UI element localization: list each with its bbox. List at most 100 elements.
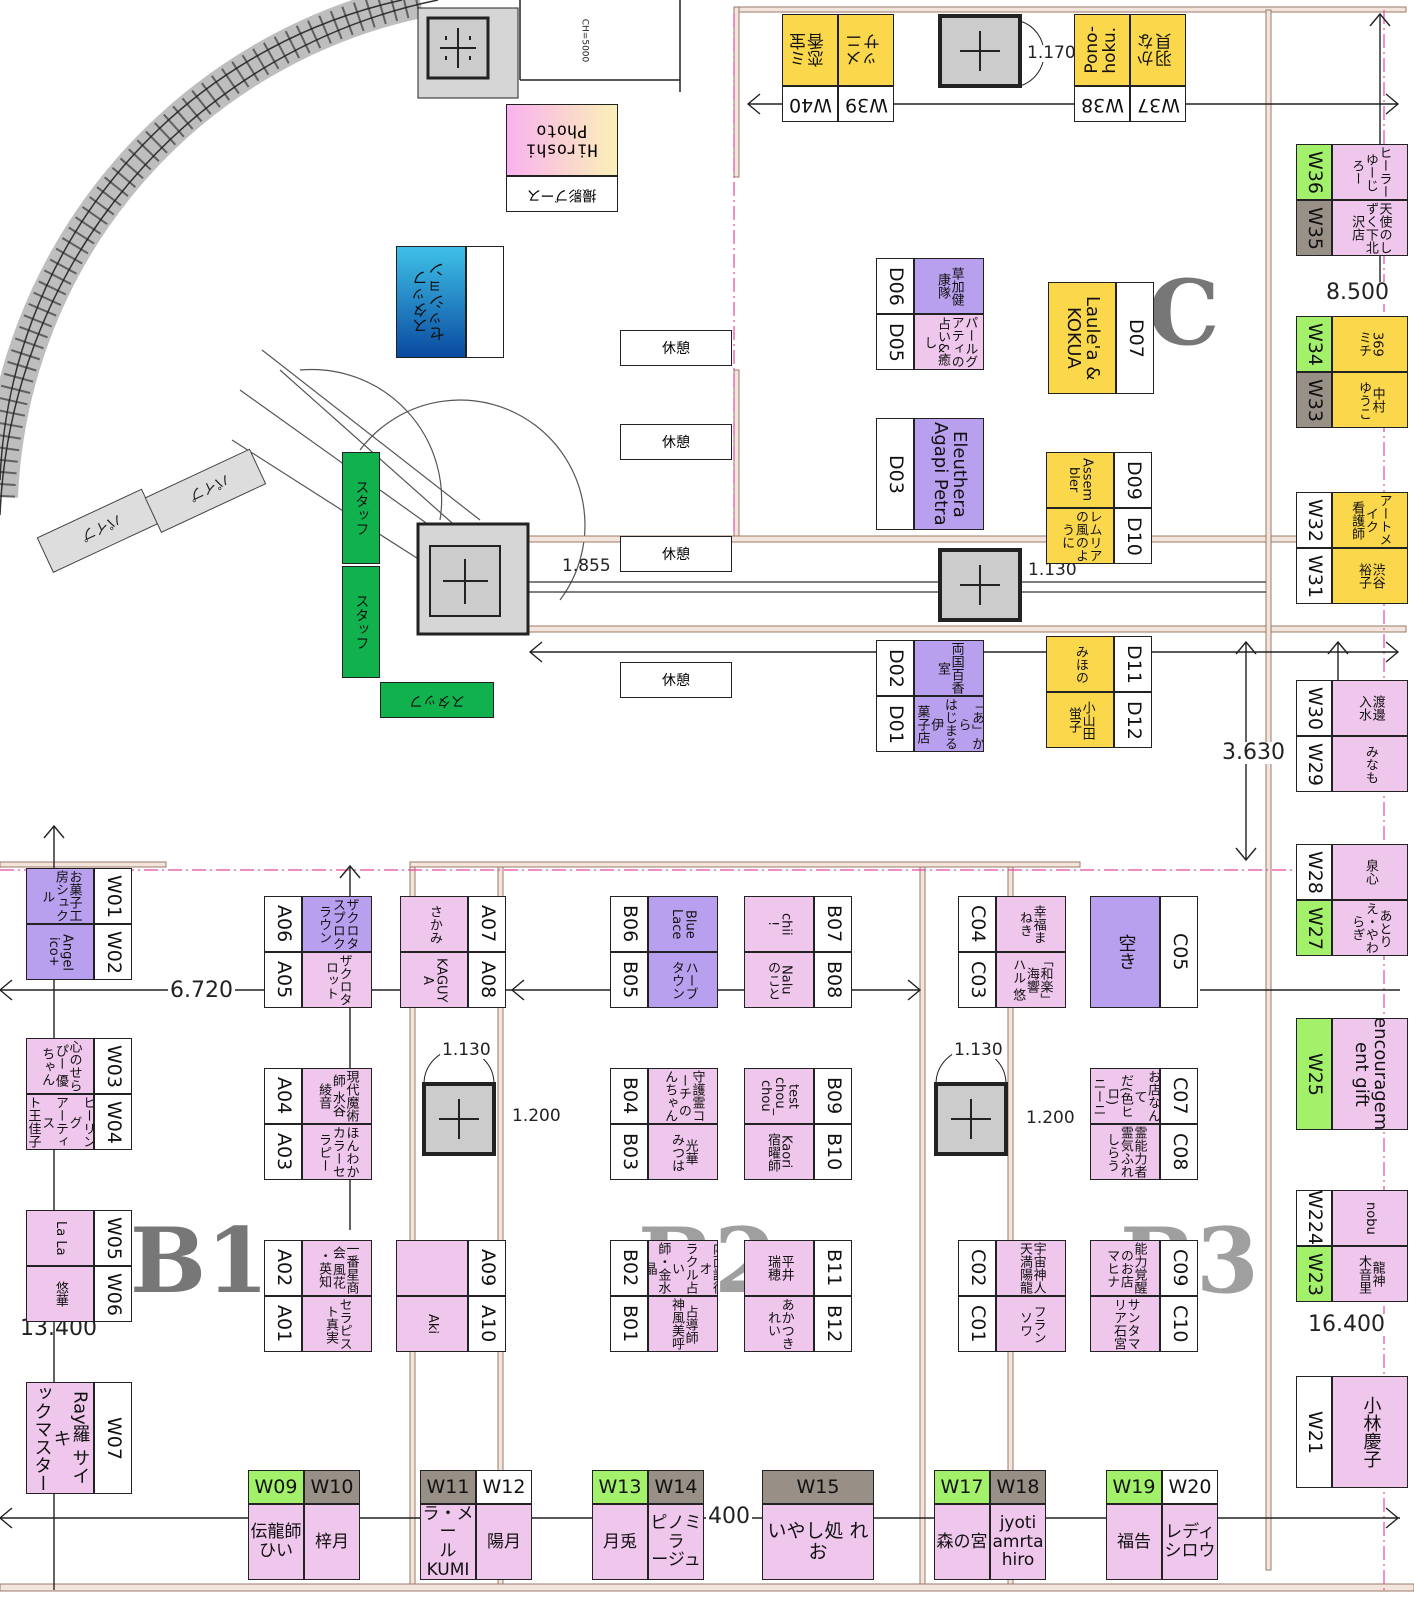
- staff-area[interactable]: スタッフ: [380, 682, 494, 718]
- booth-name-text: さかみ: [426, 904, 442, 944]
- booth-name: 能力覚醒 のお店 マヒナ: [1090, 1240, 1160, 1296]
- booth-code: W02: [94, 924, 132, 980]
- booth-name: 渋谷 裕子: [1332, 548, 1408, 604]
- booth-name-text: 能力覚醒 のお店 マヒナ: [1104, 1242, 1147, 1294]
- rest-area[interactable]: 休憩: [620, 662, 732, 698]
- booth-name: 「和楽」 海響 ハル 悠: [996, 952, 1066, 1008]
- booth-a09[interactable]: A09: [396, 1240, 506, 1296]
- booth-name: 平井 瑞穂: [744, 1240, 814, 1296]
- photo-booth[interactable]: Hiroshi Photo: [506, 104, 618, 176]
- booth-code: W38: [1074, 86, 1130, 122]
- booth-w02[interactable]: Angel ico+W02: [26, 924, 132, 980]
- rest-area[interactable]: 休憩: [620, 330, 732, 366]
- booth-c03[interactable]: 「和楽」 海響 ハル 悠 C03: [958, 952, 1066, 1008]
- booth-code: A03: [264, 1124, 302, 1180]
- staff-area[interactable]: スタッフ: [342, 452, 380, 564]
- booth-b07[interactable]: chii !B07: [744, 896, 852, 952]
- booth-name-text: ヒーラー ゆーじ ろー: [1349, 146, 1392, 198]
- booth-w38[interactable]: Pono- hoku.W38: [1074, 14, 1130, 122]
- booth-name: かな 羽貝: [1130, 14, 1186, 86]
- staff-area[interactable]: スタッフ: [342, 566, 380, 678]
- staff-session[interactable]: スタッフ セッション: [396, 246, 466, 358]
- rest-area[interactable]: 休憩: [620, 536, 732, 572]
- rest-area[interactable]: 休憩: [620, 424, 732, 460]
- pillars: [416, 7, 1045, 1156]
- booth-name: あかつき れい: [744, 1296, 814, 1352]
- photo-booth-label: 撮影ブース: [506, 176, 618, 212]
